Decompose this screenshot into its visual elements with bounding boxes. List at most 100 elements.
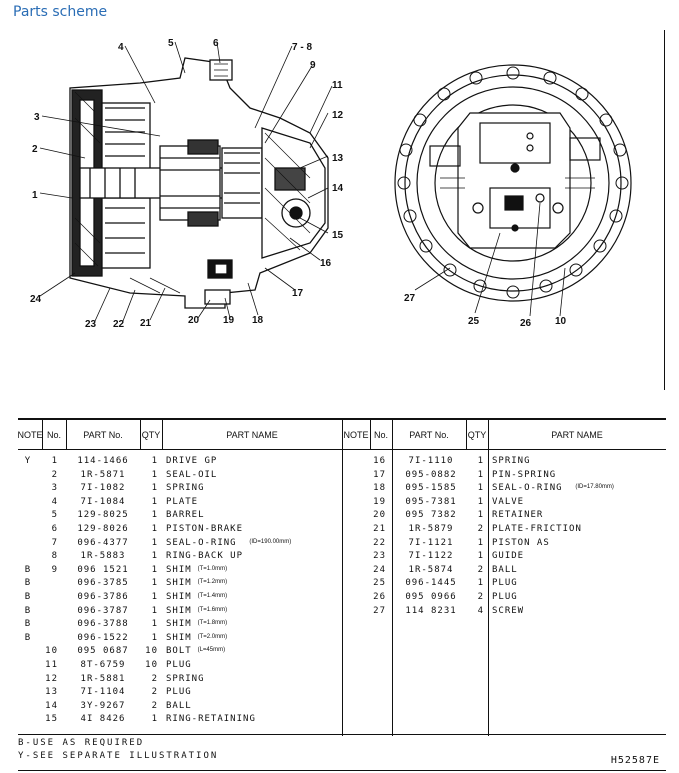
parts-table: NOTE No. PART No. QTY PART NAME NOTE No.… [18,418,666,771]
part-spec: (T=1.2mm) [197,579,228,586]
part-name: PLATE [166,496,199,507]
footer-note-y: Y-SEE SEPARATE ILLUSTRATION [18,751,219,761]
part-spec: (T=2.0mm) [197,633,228,640]
part-name: BOLT [166,646,192,657]
part-number: 095 0966 [405,592,457,602]
item-number: 24 [373,564,386,575]
callout-11: 11 [332,80,343,91]
part-number: 1R-5881 [80,673,126,684]
part-name: SPRING [492,456,531,466]
part-spec: (ID=17.80mm) [575,484,614,491]
part-number: 114 8231 [405,605,457,616]
item-number: 3 [51,483,58,494]
part-number: 095-7381 [405,496,457,507]
leader-lines-right [414,202,566,317]
callout-10: 10 [555,316,567,327]
part-number: 096 1521 [77,564,129,575]
part-number: 095 0687 [77,646,129,657]
part-number: 095-1585 [405,483,457,494]
header-qty-right: QTY [466,420,488,450]
quantity: 1 [151,551,158,562]
item-number: 14 [45,700,58,711]
callout-18: 18 [252,315,264,326]
quantity: 2 [151,687,158,698]
part-spec: (T=1.4mm) [197,593,228,599]
part-name: SHIM [166,619,192,630]
quantity: 1 [151,578,158,589]
callout-26: 26 [520,318,532,329]
item-number: 25 [373,578,386,589]
quantity: 2 [477,564,484,575]
part-number: 129-8025 [77,510,129,521]
callout-9: 9 [310,60,316,71]
header-no-right: No. [370,420,392,450]
callout-27: 27 [404,293,416,304]
item-number: 19 [373,496,386,507]
item-number: 6 [51,524,58,534]
note-cell: Y [24,456,32,466]
item-number: 5 [51,510,58,521]
callout-20: 20 [188,315,200,326]
item-number: 16 [373,456,386,466]
part-number: 7I-1084 [80,496,126,507]
item-number: 2 [51,469,58,480]
part-number: 096-3788 [77,619,129,630]
callout-23: 23 [85,319,97,330]
callout-17: 17 [292,288,304,299]
part-number: 1R-5879 [408,524,454,534]
col-divider [342,420,343,736]
item-number: 26 [373,592,386,602]
part-name: PISTON-BRAKE [166,524,244,534]
part-number: 129-8026 [77,524,129,534]
part-spec: (T=1.6mm) [197,606,228,613]
part-number: 1R-5874 [408,564,454,575]
col-divider [370,420,371,450]
part-number: 1R-5883 [80,551,126,562]
item-number: 20 [373,510,386,521]
quantity: 4 [477,605,484,616]
part-name: SHIM [166,632,192,643]
part-number: 7I-1121 [408,537,454,548]
quantity: 2 [477,592,484,602]
header-no-left: No. [42,420,66,450]
quantity: 1 [477,551,484,562]
part-number: 8T-6759 [80,660,126,670]
part-number: 096-3787 [77,605,129,616]
part-name: SCREW [492,605,525,616]
part-name: SEAL-OIL [166,469,218,480]
col-divider [466,420,467,450]
callout-21: 21 [140,318,152,329]
part-name: RING-BACK UP [166,551,244,562]
callout-6: 6 [213,38,219,49]
item-number: 21 [373,524,386,534]
part-number: 7I-1082 [80,483,126,494]
col-divider [66,420,67,450]
item-number: 22 [373,537,386,548]
col-divider [140,420,141,450]
callout-1: 1 [32,190,38,201]
footer-divider [18,734,666,735]
part-name: BALL [166,700,192,711]
quantity: 1 [151,632,158,643]
part-name: PLUG [166,687,192,698]
page-title: Parts scheme [13,4,108,20]
part-name: GUIDE [492,551,525,562]
quantity: 1 [151,469,158,480]
quantity: 1 [477,578,484,589]
header-partname-left: PART NAME [162,420,342,450]
part-name: BALL [492,564,518,575]
part-number: 7I-1104 [80,687,126,698]
